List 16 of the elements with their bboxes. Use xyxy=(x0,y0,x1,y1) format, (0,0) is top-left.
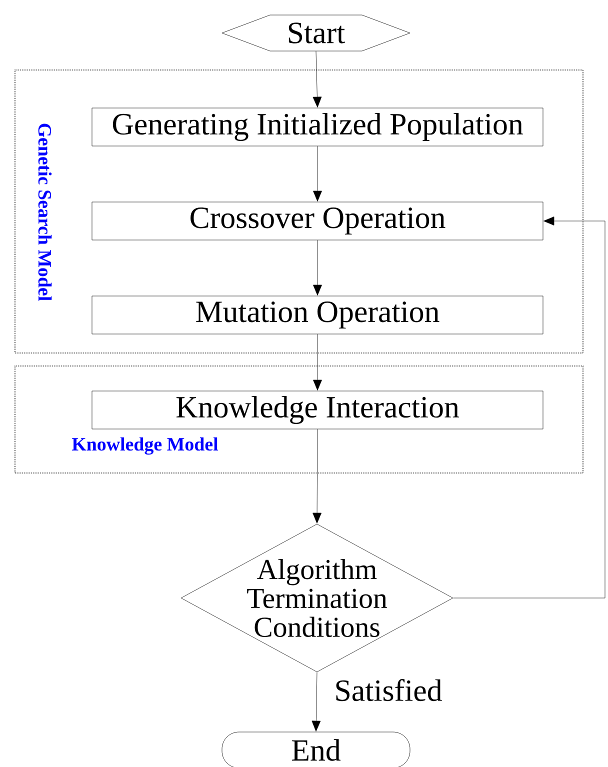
arrow xyxy=(312,672,321,732)
edge-label: Satisfied xyxy=(336,679,442,702)
process-box: Crossover Operation xyxy=(92,202,544,240)
arrow xyxy=(312,429,322,524)
process-box: Generating Initialized Population xyxy=(92,108,544,146)
arrow xyxy=(313,240,322,296)
end-terminal: End xyxy=(222,732,410,767)
start-hexagon: Start xyxy=(222,14,410,52)
process-box: Mutation Operation xyxy=(92,296,544,334)
arrow xyxy=(453,216,606,598)
group-title: Knowledge Model xyxy=(72,437,218,455)
arrow xyxy=(313,146,322,202)
arrow xyxy=(313,334,322,390)
arrow xyxy=(312,51,322,108)
process-box: Knowledge Interaction xyxy=(92,390,544,430)
group-title: Genetic Search Model xyxy=(38,124,52,301)
